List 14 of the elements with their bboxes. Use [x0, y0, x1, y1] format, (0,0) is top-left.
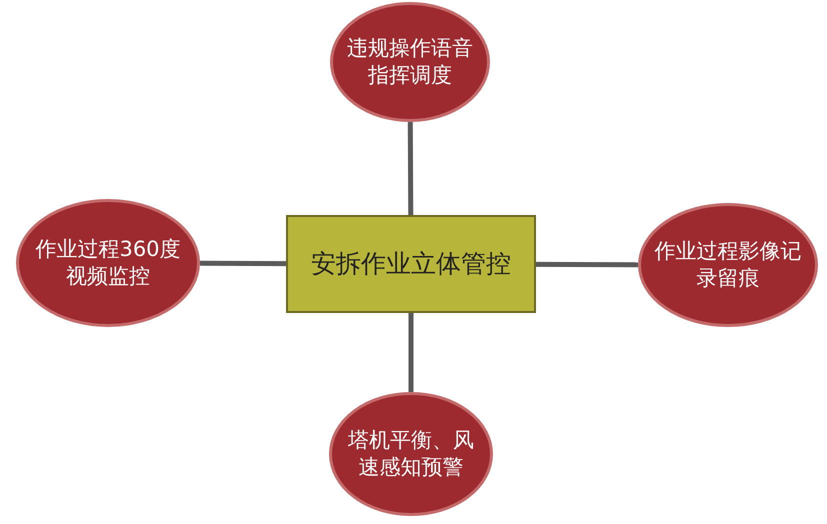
ellipse-node	[638, 203, 818, 327]
node-label: 塔机平衡、风速感知预警	[347, 426, 475, 481]
ellipse-node	[330, 2, 490, 122]
node-label: 安拆作业立体管控	[310, 248, 512, 280]
ellipse-node	[329, 392, 493, 516]
node-label: 作业过程影像记录留痕	[654, 238, 802, 292]
connector-line	[408, 122, 414, 215]
connector-line	[536, 262, 638, 268]
connector-line	[200, 260, 286, 266]
center-box	[286, 215, 536, 313]
connector-line	[408, 313, 414, 392]
node-label: 作业过程360度视频监控	[34, 236, 182, 290]
ellipse-node	[16, 199, 200, 327]
node-label: 违规操作语音指挥调度	[346, 34, 474, 89]
